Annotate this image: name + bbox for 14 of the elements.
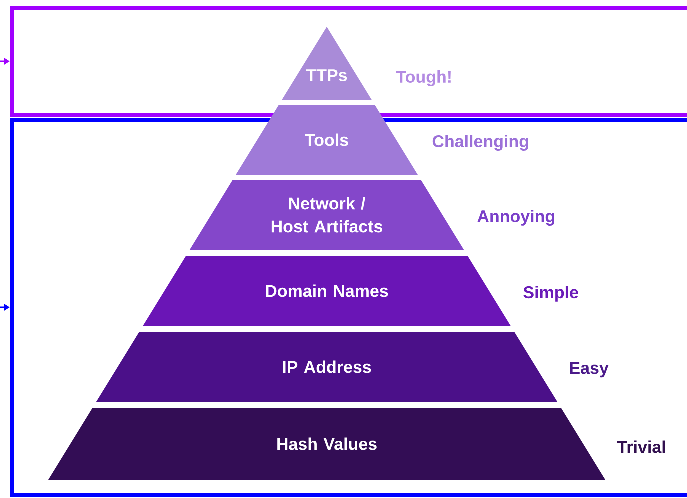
pyramid-layer: IP Address	[96, 332, 558, 402]
bracket-box	[10, 118, 687, 497]
difficulty-label: Tough!	[396, 70, 451, 86]
pyramid-layer: Hash Values	[48, 408, 606, 480]
difficulty-label: Simple	[524, 286, 578, 302]
difficulty-label: Easy	[570, 362, 609, 378]
difficulty-label: Trivial	[617, 440, 666, 454]
pyramid-layer: TTPs	[282, 27, 372, 100]
bracket-box	[10, 6, 687, 117]
difficulty-label: Challenging	[432, 135, 528, 151]
pyramid-layer: Network / Host Artifacts	[190, 180, 464, 250]
difficulty-label: Annoying	[478, 210, 554, 226]
pyramid-layer: Domain Names	[143, 256, 511, 326]
pyramid-layer: Tools	[236, 105, 418, 175]
